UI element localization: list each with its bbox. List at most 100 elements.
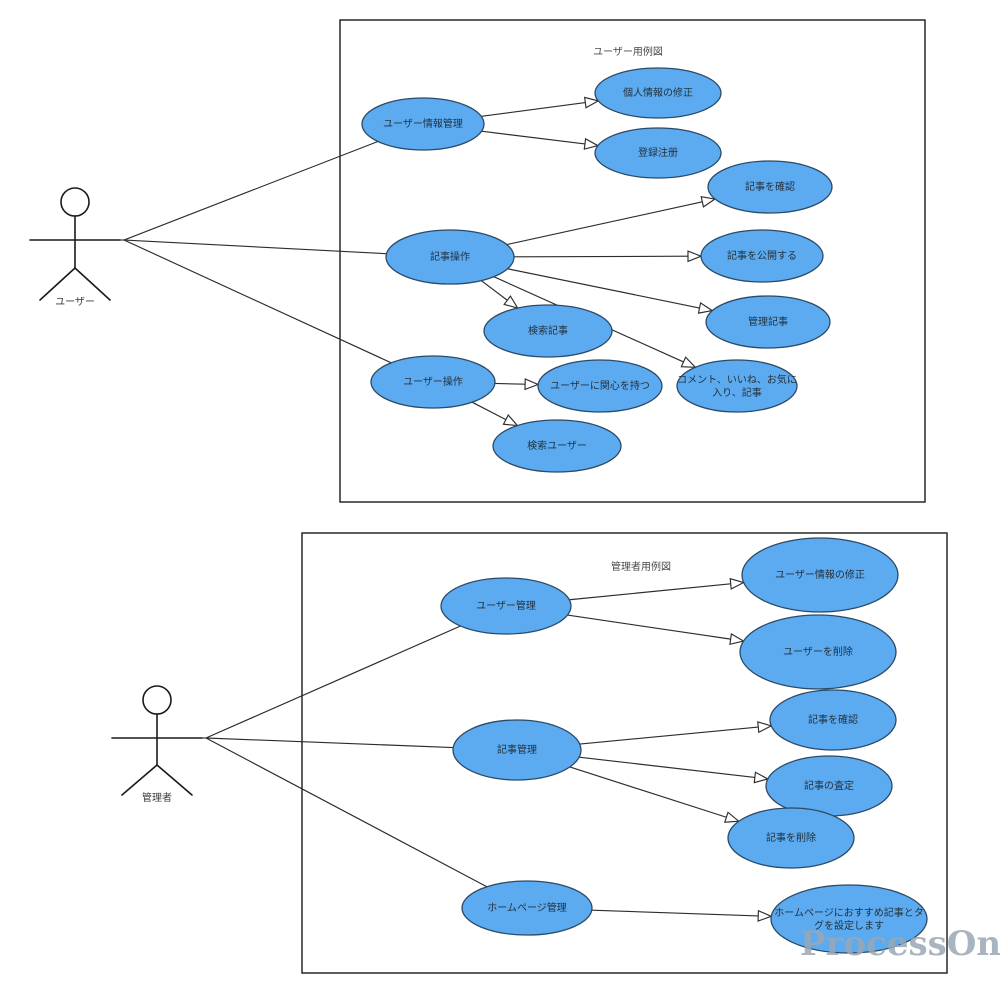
usecase-label: ユーザー情報管理: [383, 117, 463, 130]
association-line: [123, 239, 387, 255]
actor-leg-right: [156, 764, 193, 796]
usecase-ellipse[interactable]: [361, 97, 485, 151]
generalization-line: [481, 130, 586, 145]
usecase-auc-delete-user[interactable]: ユーザーを削除: [739, 614, 897, 690]
usecase-uc-comment-like-fav[interactable]: コメント、いいね、お気に入り、記事: [676, 359, 798, 413]
usecase-ellipse[interactable]: [700, 229, 824, 283]
usecase-auc-delete-article[interactable]: 記事を削除: [727, 807, 855, 869]
usecase-label: 記事を削除: [766, 831, 816, 844]
generalization-line: [471, 401, 507, 421]
actor-leg-left: [39, 267, 76, 301]
generalization-line: [591, 909, 759, 917]
generalization-arrowhead: [753, 771, 770, 784]
usecase-uc-user-info-mgmt[interactable]: ユーザー情報管理: [361, 97, 485, 151]
usecase-ellipse[interactable]: [676, 359, 798, 413]
actor-leg-left: [121, 764, 158, 796]
usecase-label: ユーザーに関心を持つ: [550, 379, 650, 392]
usecase-uc-edit-personal-info[interactable]: 個人情報の修正: [594, 67, 722, 119]
usecase-ellipse[interactable]: [537, 359, 663, 413]
generalization-arrowhead: [524, 378, 540, 391]
usecase-ellipse[interactable]: [769, 689, 897, 751]
generalization-line: [569, 766, 727, 818]
generalization-line: [494, 382, 526, 385]
generalization-line: [567, 614, 731, 640]
usecase-uc-register[interactable]: 登録注册: [594, 127, 722, 179]
diagram-title: ユーザー用例図: [593, 45, 663, 58]
usecase-ellipse[interactable]: [452, 719, 582, 781]
generalization-arrowhead: [757, 909, 773, 922]
actor-leg-right: [74, 267, 111, 301]
actor-label: ユーザー: [55, 296, 95, 308]
usecase-uc-follow-user[interactable]: ユーザーに関心を持つ: [537, 359, 663, 413]
usecase-auc-user-mgmt[interactable]: ユーザー管理: [440, 577, 572, 635]
association-line: [205, 737, 454, 749]
generalization-arrowhead: [502, 413, 519, 427]
generalization-arrowhead: [680, 356, 697, 368]
generalization-line: [569, 583, 731, 601]
usecase-label: 個人情報の修正: [623, 86, 693, 99]
generalization-line: [506, 201, 703, 246]
usecase-ellipse[interactable]: [461, 880, 593, 936]
usecase-ellipse[interactable]: [370, 355, 496, 409]
generalization-line: [579, 756, 755, 779]
usecase-label: ユーザー操作: [403, 375, 463, 388]
usecase-label: 記事を確認: [808, 713, 858, 726]
usecase-uc-check-article[interactable]: 記事を確認: [707, 160, 833, 214]
generalization-arrowhead: [729, 577, 746, 590]
usecase-auc-homepage-mgmt[interactable]: ホームページ管理: [461, 880, 593, 936]
usecase-ellipse[interactable]: [385, 229, 515, 285]
actor-label: 管理者: [142, 791, 172, 804]
usecase-label: 検索記事: [528, 324, 568, 337]
usecase-uc-article-ops[interactable]: 記事操作: [385, 229, 515, 285]
usecase-label: 記事を確認: [745, 180, 795, 193]
usecase-label: 記事の査定: [804, 779, 854, 792]
association-line: [205, 737, 488, 888]
usecase-ellipse[interactable]: [707, 160, 833, 214]
usecase-ellipse[interactable]: [440, 577, 572, 635]
usecase-ellipse[interactable]: [739, 614, 897, 690]
usecase-ellipse[interactable]: [741, 537, 899, 613]
usecase-auc-review-article[interactable]: 記事の査定: [765, 755, 893, 817]
usecase-auc-edit-user-info[interactable]: ユーザー情報の修正: [741, 537, 899, 613]
usecase-auc-article-mgmt[interactable]: 記事管理: [452, 719, 582, 781]
usecase-label: 検索ユーザー: [527, 439, 587, 452]
usecase-uc-user-ops[interactable]: ユーザー操作: [370, 355, 496, 409]
usecase-label: ホームページ管理: [487, 901, 567, 914]
usecase-uc-search-article[interactable]: 検索記事: [483, 304, 613, 358]
usecase-ellipse[interactable]: [594, 127, 722, 179]
generalization-line: [579, 726, 759, 745]
usecase-ellipse[interactable]: [594, 67, 722, 119]
usecase-ellipse[interactable]: [770, 884, 928, 954]
usecase-label: ホームページにおすすめ記事とタグを設定します: [774, 906, 924, 932]
generalization-arrowhead: [757, 721, 773, 734]
actor-admin-usecase-diagram[interactable]: 管理者: [111, 685, 206, 804]
usecase-label: 記事操作: [430, 250, 470, 263]
generalization-arrowhead: [503, 295, 519, 310]
usecase-label: 記事を公開する: [727, 249, 797, 262]
association-line: [123, 140, 379, 241]
usecase-ellipse[interactable]: [705, 295, 831, 349]
usecase-ellipse[interactable]: [727, 807, 855, 869]
generalization-arrowhead: [583, 96, 600, 109]
generalization-line: [481, 102, 586, 117]
diagram-title: 管理者用例図: [611, 560, 671, 573]
usecase-ellipse[interactable]: [483, 304, 613, 358]
usecase-auc-homepage-recommend[interactable]: ホームページにおすすめ記事とタグを設定します: [770, 884, 928, 954]
usecase-uc-publish-article[interactable]: 記事を公開する: [700, 229, 824, 283]
association-line: [205, 625, 461, 739]
actor-user-usecase-diagram[interactable]: ユーザー: [29, 187, 124, 308]
usecase-uc-manage-article[interactable]: 管理記事: [705, 295, 831, 349]
system-boundary: [301, 532, 948, 974]
usecase-auc-check-article[interactable]: 記事を確認: [769, 689, 897, 751]
generalization-arrowhead: [697, 301, 714, 314]
generalization-arrowhead: [729, 633, 746, 646]
usecase-label: ユーザー管理: [476, 599, 536, 612]
usecase-ellipse[interactable]: [492, 419, 622, 473]
generalization-line: [480, 280, 508, 301]
usecase-uc-search-user[interactable]: 検索ユーザー: [492, 419, 622, 473]
association-line: [123, 239, 392, 364]
system-boundary: [339, 19, 926, 503]
